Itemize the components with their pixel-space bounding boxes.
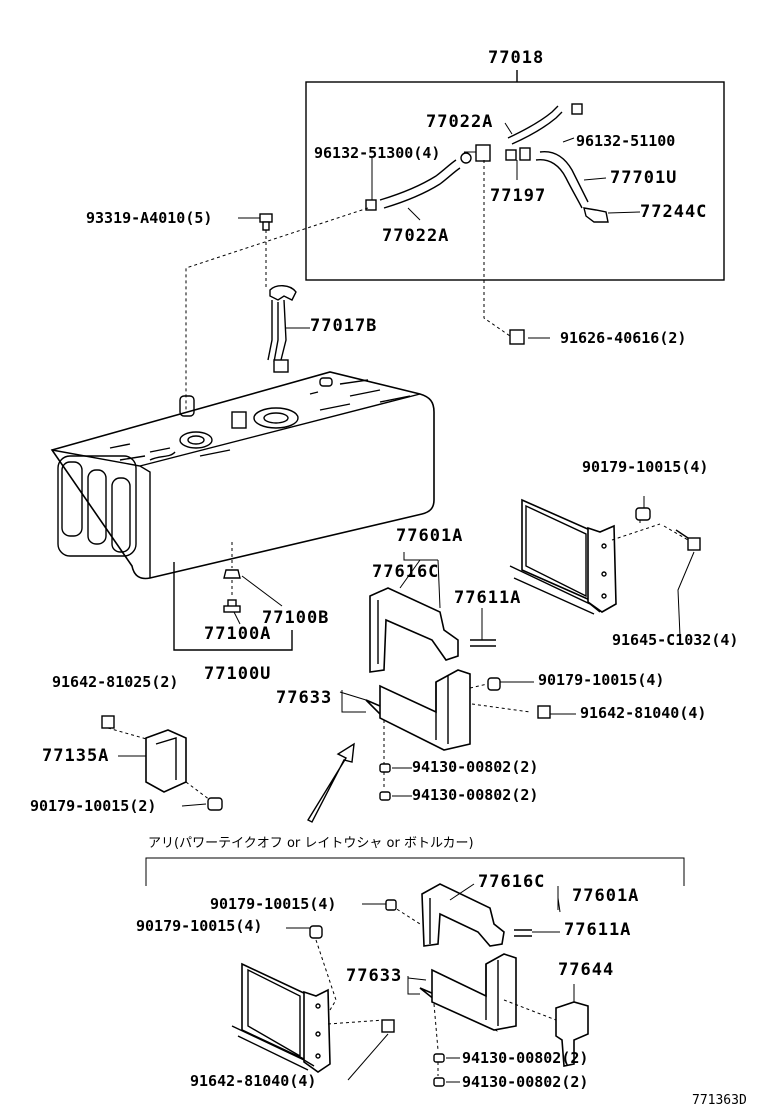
gauge-77017b bbox=[267, 285, 310, 373]
label-91642-81025: 91642-81025(2) bbox=[52, 673, 179, 691]
option-bracket-line bbox=[145, 857, 685, 886]
diagram-code: 771363D bbox=[692, 1093, 747, 1108]
hose-77022a-lower bbox=[365, 159, 461, 211]
hose-77022a-upper bbox=[507, 103, 583, 145]
label-96132-51100: 96132-51100 bbox=[576, 132, 676, 150]
label-opt-77601a: 77601A bbox=[572, 886, 640, 906]
fitting-77197 bbox=[460, 144, 531, 180]
label-opt-77616c: 77616C bbox=[478, 872, 546, 892]
label-77100a: 77100A bbox=[204, 624, 272, 644]
label-77100u: 77100U bbox=[204, 664, 272, 684]
label-opt-77633: 77633 bbox=[346, 966, 403, 986]
part-77244c bbox=[583, 207, 641, 223]
option-note: アリ(パワーテイクオフ or レイトウシャ or ボトルカー) bbox=[148, 836, 474, 851]
opt-band-77616c bbox=[421, 883, 561, 947]
opt-left-bracket bbox=[231, 962, 331, 1073]
label-90179-10015-right: 90179-10015(4) bbox=[582, 458, 709, 476]
label-96132-51300: 96132-51300(4) bbox=[314, 144, 441, 162]
label-90179-10015-left: 90179-10015(2) bbox=[30, 797, 157, 815]
label-opt-77611a: 77611A bbox=[564, 920, 632, 940]
drain-plugs bbox=[173, 542, 293, 651]
bolt-91645 bbox=[675, 529, 701, 551]
bracket-77135a bbox=[101, 715, 223, 811]
label-77100b: 77100B bbox=[262, 608, 330, 628]
direction-arrow bbox=[307, 742, 355, 823]
label-opt-94130-00802-b: 94130-00802(2) bbox=[462, 1073, 589, 1091]
bolt-93319 bbox=[238, 213, 273, 231]
label-91626-40616: 91626-40616(2) bbox=[560, 329, 687, 347]
label-77633: 77633 bbox=[276, 688, 333, 708]
label-opt-90179-10015-a: 90179-10015(4) bbox=[210, 895, 337, 913]
label-opt-91642-81040: 91642-81040(4) bbox=[190, 1072, 317, 1090]
label-77022a-upper: 77022A bbox=[426, 112, 494, 132]
bolt-91626 bbox=[509, 329, 525, 345]
label-opt-77644: 77644 bbox=[558, 960, 615, 980]
opt-bracket-77633 bbox=[407, 953, 517, 1087]
label-91645-c1032: 91645-C1032(4) bbox=[612, 631, 739, 649]
label-77601a: 77601A bbox=[396, 526, 464, 546]
label-77611a: 77611A bbox=[454, 588, 522, 608]
label-77197: 77197 bbox=[490, 186, 547, 206]
label-94130-00802-a: 94130-00802(2) bbox=[412, 758, 539, 776]
bracket-77633 bbox=[339, 669, 576, 801]
label-77244c: 77244C bbox=[640, 202, 708, 222]
label-77017b: 77017B bbox=[310, 316, 378, 336]
band-77616c bbox=[369, 552, 459, 673]
label-opt-90179-10015-b: 90179-10015(4) bbox=[136, 917, 263, 935]
label-77018: 77018 bbox=[488, 48, 545, 68]
label-94130-00802-b: 94130-00802(2) bbox=[412, 786, 539, 804]
label-opt-94130-00802-a: 94130-00802(2) bbox=[462, 1049, 589, 1067]
label-90179-10015-mid: 90179-10015(4) bbox=[538, 671, 665, 689]
label-77022a-lower: 77022A bbox=[382, 226, 450, 246]
label-93319-a4010: 93319-A4010(5) bbox=[86, 209, 213, 227]
right-bracket-upper bbox=[509, 496, 701, 637]
label-91642-81040-mid: 91642-81040(4) bbox=[580, 704, 707, 722]
label-77616c: 77616C bbox=[372, 562, 440, 582]
label-77135a: 77135A bbox=[42, 746, 110, 766]
opt-bracket-77644 bbox=[555, 984, 589, 1067]
assembly-box-77018 bbox=[305, 70, 725, 281]
label-77701u: 77701U bbox=[610, 168, 678, 188]
hose-77701u bbox=[535, 151, 589, 209]
fuel-tank bbox=[50, 371, 435, 580]
pin-77611a bbox=[470, 608, 496, 647]
opt-pin-77611a bbox=[514, 929, 560, 937]
